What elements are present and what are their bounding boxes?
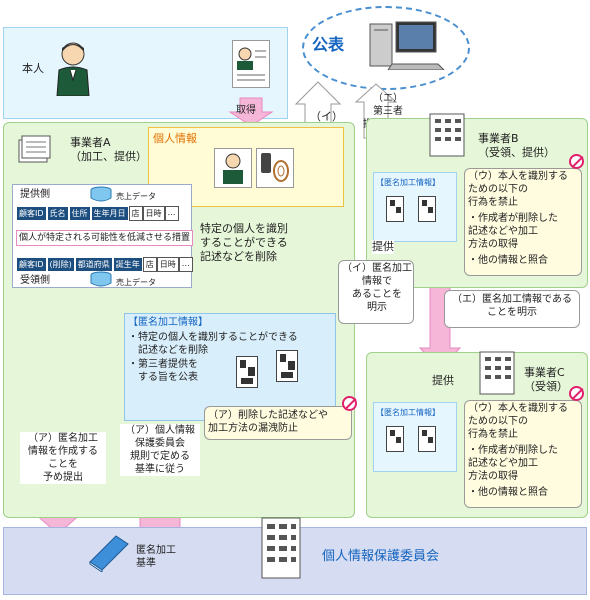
acquire-label: 取得 bbox=[236, 105, 256, 116]
business-c-prohibit-box bbox=[464, 400, 582, 508]
anon-data-icon bbox=[386, 426, 404, 452]
row2-cell: 顧客ID bbox=[16, 257, 47, 272]
anon-data-icon bbox=[276, 350, 298, 382]
anon-box-a-line1: ・特定の個人を識別することができる 記述などを削除 bbox=[128, 332, 298, 356]
provider-side: 提供側 bbox=[20, 189, 50, 200]
acquire-arrow bbox=[228, 97, 274, 127]
fingerprint-phone-icon bbox=[256, 148, 294, 188]
row1-cell: … bbox=[164, 206, 179, 221]
business-c-title: 事業者C （受領） bbox=[524, 366, 568, 393]
row2-cell: … bbox=[178, 257, 193, 272]
delete-note: 特定の個人を識別 することができる 記述などを削除 bbox=[200, 222, 288, 263]
person-card-icon bbox=[214, 148, 252, 188]
standard-label: 匿名加工 基準 bbox=[136, 545, 176, 569]
row2-cell: 店 bbox=[142, 257, 157, 272]
prohibited-icon bbox=[569, 154, 584, 169]
row1-cell: 住所 bbox=[68, 206, 91, 221]
anon-data-icon bbox=[236, 356, 258, 388]
anon-box-a-line2: ・第三者提供を する旨を公表 bbox=[128, 359, 198, 383]
business-b-title: 事業者B （受領、提供） bbox=[478, 132, 555, 159]
row1-cell: 氏名 bbox=[46, 206, 69, 221]
row2-cell: 日時 bbox=[156, 257, 179, 272]
anon-box-a bbox=[124, 313, 336, 421]
prohibited-icon bbox=[342, 396, 357, 411]
business-c-bullet2: ・他の情報と照合 bbox=[468, 487, 548, 498]
leak-note-box bbox=[204, 406, 352, 440]
row1-cell: 生年月日 bbox=[90, 206, 129, 221]
anon-data-icon bbox=[418, 426, 436, 452]
business-b-bullet1: ・作成者が削除した 記述などや加工 方法の取得 bbox=[468, 213, 558, 250]
left-arrow-text: （ア）匿名加工 情報を作成する ことを 予め提出 bbox=[20, 432, 106, 484]
business-c-prohibit: （ウ）本人を識別する ための以下の 行為を禁止 bbox=[468, 403, 568, 440]
business-a-title: 事業者A （加工、提供） bbox=[70, 136, 147, 163]
row2-cell: 誕生年 bbox=[112, 257, 143, 272]
sales-data-1: 売上データ bbox=[116, 192, 156, 201]
measure-text: 個人が特定される可能性を低減させる措置 bbox=[16, 230, 194, 246]
anon-data-icon bbox=[386, 196, 404, 222]
prohibited-icon bbox=[569, 386, 584, 401]
business-b-prohibit-box bbox=[464, 168, 582, 276]
building-icon-b bbox=[426, 112, 468, 158]
anon-data-icon bbox=[418, 196, 436, 222]
provide-label-2: 提供 bbox=[432, 374, 454, 387]
personal-info-label: 個人情報 bbox=[153, 132, 197, 145]
computer-icon bbox=[368, 20, 448, 71]
document-stack-icon bbox=[18, 132, 52, 164]
business-b-bullet2: ・他の情報と照合 bbox=[468, 255, 548, 266]
database-icon-1 bbox=[90, 186, 112, 202]
row1-cell: 店 bbox=[128, 206, 143, 221]
row-1: 顧客ID 氏名 住所 生年月日 店 日時 … bbox=[16, 206, 179, 221]
id-document-icon bbox=[232, 40, 270, 88]
leak-note-text: （ア）削除した記述などや 加工方法の漏洩防止 bbox=[208, 410, 328, 434]
person-label: 本人 bbox=[22, 62, 44, 75]
row2-cell: 都道府県 bbox=[74, 257, 113, 272]
row2-cell: (削除) bbox=[46, 257, 75, 272]
business-b-anon-label: 【匿名加工情報】 bbox=[376, 178, 440, 187]
publish-label: 公表 bbox=[312, 35, 345, 54]
provide-label-1: 提供 bbox=[372, 240, 394, 254]
e-note-box bbox=[444, 290, 580, 328]
sales-data-2: 売上データ bbox=[116, 278, 156, 287]
database-icon-2 bbox=[90, 271, 112, 287]
business-b-prohibit: （ウ）本人を識別する ための以下の 行為を禁止 bbox=[468, 171, 568, 208]
book-icon bbox=[86, 532, 130, 573]
commission-label: 個人情報保護委員会 bbox=[322, 549, 440, 564]
row1-cell: 日時 bbox=[142, 206, 165, 221]
row1-cell: 顧客ID bbox=[16, 206, 47, 221]
business-c-bullet1: ・作成者が削除した 記述などや加工 方法の取得 bbox=[468, 445, 558, 482]
receiver-side: 受領側 bbox=[20, 275, 50, 286]
i-note-box bbox=[338, 260, 414, 324]
mid-arrow-text: （ア）個人情報 保護委員会 規則で定める 基準に従う bbox=[120, 424, 200, 476]
commission-building-icon bbox=[258, 514, 304, 580]
business-c-anon-label: 【匿名加工情報】 bbox=[376, 408, 440, 417]
row-2: 顧客ID (削除) 都道府県 誕生年 店 日時 … bbox=[16, 257, 193, 272]
person-icon bbox=[55, 40, 91, 97]
e-note-text: （エ）匿名加工情報である ことを明示 bbox=[452, 294, 572, 318]
anon-box-a-title: 【匿名加工情報】 bbox=[128, 317, 208, 328]
building-icon-c bbox=[476, 350, 518, 396]
i-note-text: （イ）匿名加工 情報で あることを 明示 bbox=[342, 263, 412, 313]
